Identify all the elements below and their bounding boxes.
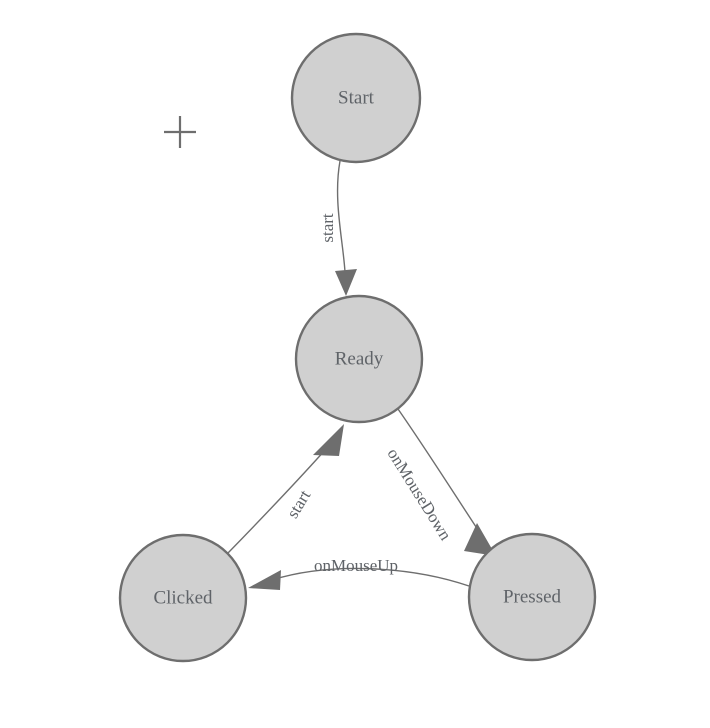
edge-pressed-to-clicked-label: onMouseUp — [314, 556, 398, 575]
plus-crosshair-icon — [164, 116, 196, 148]
edge-pressed-to-clicked[interactable]: onMouseUp — [248, 556, 470, 590]
edge-ready-to-pressed-arrowhead — [464, 523, 496, 556]
edge-start-to-ready-path — [336, 160, 346, 273]
edge-clicked-to-ready-path — [227, 448, 327, 554]
edge-pressed-to-clicked-path — [271, 567, 470, 587]
node-clicked-circle[interactable] — [118, 533, 248, 663]
node-pressed-circle[interactable] — [467, 532, 597, 662]
node-start[interactable]: Start — [290, 32, 422, 164]
node-ready-circle[interactable] — [294, 294, 424, 424]
edge-clicked-to-ready[interactable]: start — [227, 424, 344, 554]
node-ready-label: Ready — [335, 348, 384, 369]
node-start-circle[interactable] — [290, 32, 422, 164]
edge-pressed-to-clicked-arrowhead — [248, 570, 281, 590]
edge-clicked-to-ready-arrowhead — [313, 424, 344, 456]
edge-ready-to-pressed[interactable]: onMouseDown — [384, 408, 496, 556]
edge-start-to-ready-label: start — [318, 213, 337, 243]
node-ready[interactable]: Ready — [294, 294, 424, 424]
edge-start-to-ready[interactable]: start — [318, 160, 357, 296]
edge-clicked-to-ready-label: start — [283, 487, 315, 522]
node-pressed[interactable]: Pressed — [467, 532, 597, 662]
node-clicked[interactable]: Clicked — [118, 533, 248, 663]
node-clicked-label: Clicked — [153, 587, 213, 608]
node-pressed-label: Pressed — [503, 586, 562, 607]
node-start-label: Start — [338, 87, 375, 108]
edge-ready-to-pressed-label: onMouseDown — [384, 445, 456, 544]
edge-start-to-ready-arrowhead — [335, 269, 357, 296]
